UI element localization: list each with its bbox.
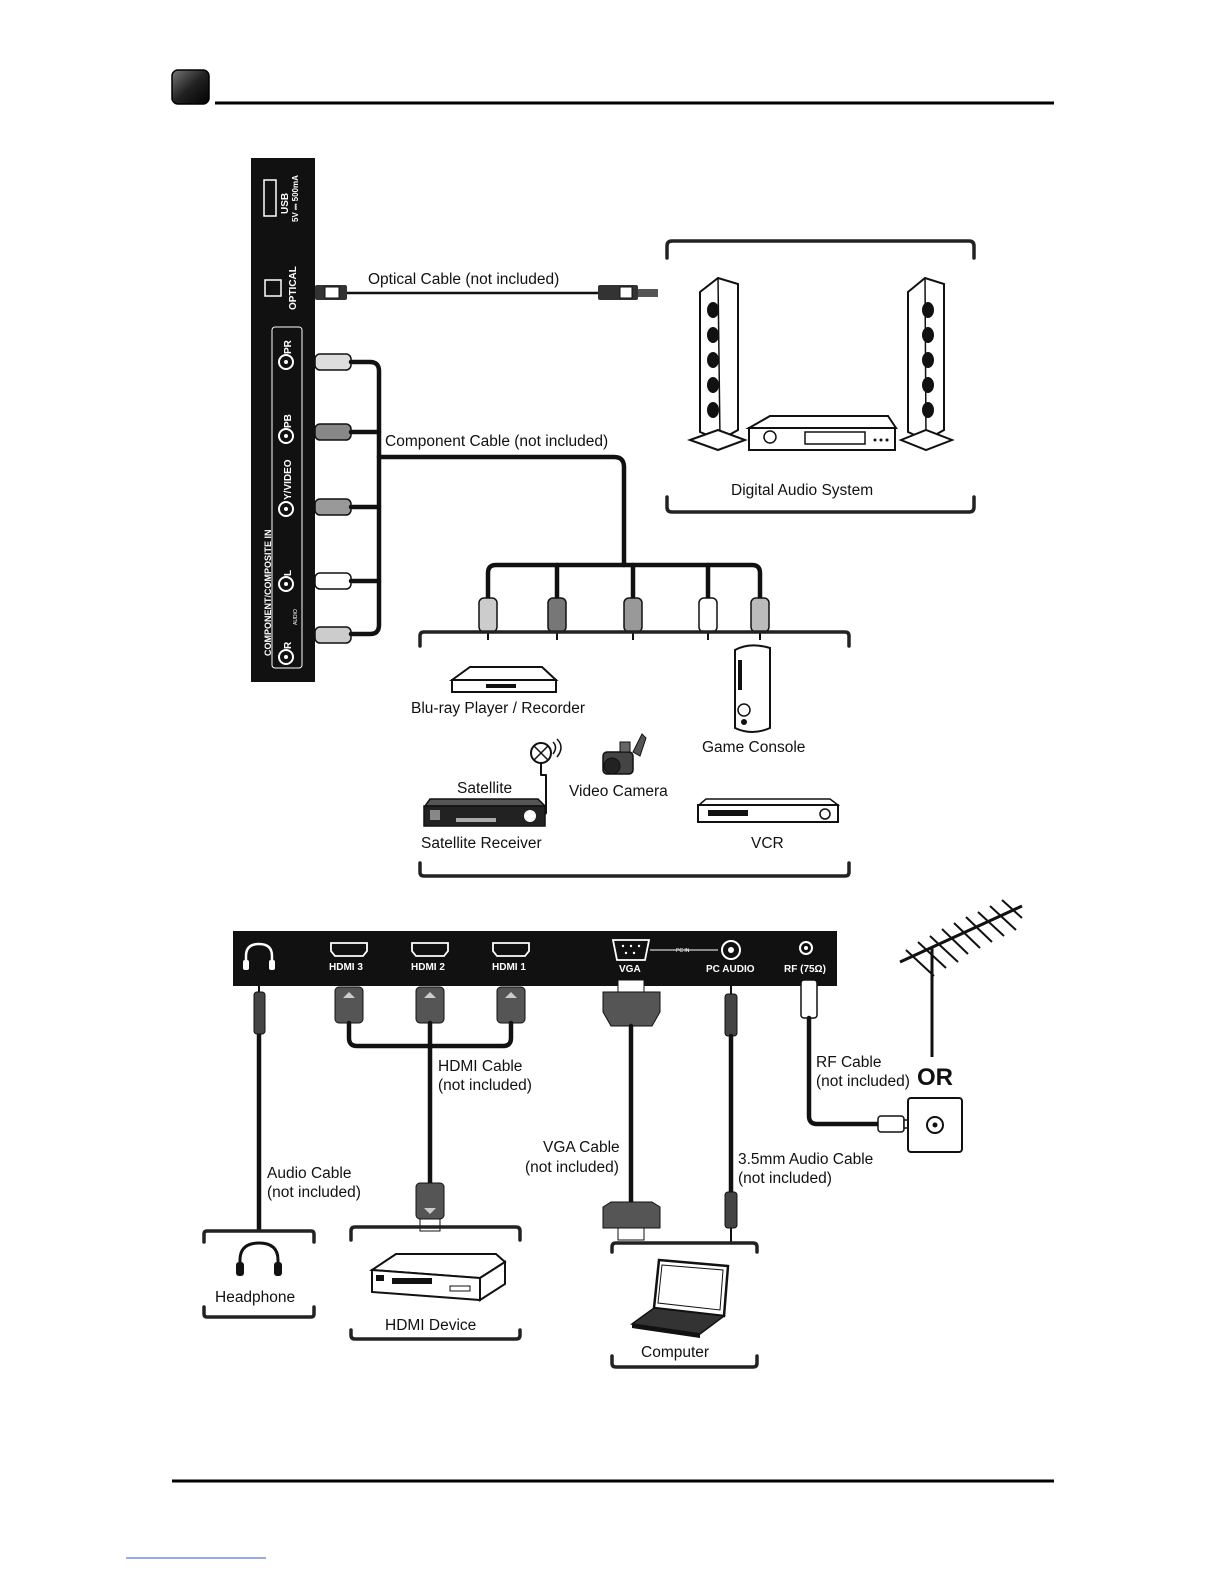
satellite-label: Satellite [457, 780, 512, 797]
devices-bracket-top [418, 630, 851, 648]
rf-label: RF (75Ω) [784, 964, 826, 975]
bluray-player-icon [448, 666, 559, 693]
usb-rating-label: 5V ⎓ 500mA [291, 175, 300, 222]
y-plug [314, 498, 352, 516]
audio-receiver-icon [745, 415, 898, 451]
headphone-icon [236, 1241, 282, 1276]
vga-cable-label-1: VGA Cable [543, 1139, 620, 1156]
hdmi3-port[interactable] [330, 942, 368, 957]
headphone-cable [253, 983, 266, 1231]
vga-cable-label-2: (not included) [525, 1159, 619, 1176]
optical-label: OPTICAL [288, 266, 299, 310]
hdmi-device-bracket-bottom [349, 1328, 522, 1341]
vcr-label: VCR [751, 835, 784, 852]
hdmi1-label: HDMI 1 [492, 962, 526, 973]
bluray-label: Blu-ray Player / Recorder [411, 700, 585, 717]
audio-r-jack[interactable] [278, 649, 294, 665]
vcr-icon [696, 798, 841, 823]
satellite-receiver-label: Satellite Receiver [421, 835, 542, 852]
hdmi2-port[interactable] [411, 942, 449, 957]
pr-jack[interactable] [278, 354, 294, 370]
hdmi-device-bracket-top [349, 1225, 522, 1242]
hdmi-device-label: HDMI Device [385, 1317, 476, 1334]
hdmi-cable [334, 986, 526, 1232]
wall-outlet-icon [907, 1097, 963, 1153]
r-plug [314, 626, 352, 644]
vga-cable [602, 979, 661, 1241]
component-composite-label: COMPONENT/COMPOSITE IN [263, 529, 273, 656]
hdmi-cable-label-2: (not included) [438, 1077, 532, 1094]
pc-audio-cable [724, 983, 738, 1242]
audio-r-label: R [283, 641, 294, 649]
hdmi-cable-label-1: HDMI Cable [438, 1058, 522, 1075]
vga-label: VGA [619, 964, 641, 975]
usb-port[interactable] [263, 179, 277, 217]
video-camera-icon [602, 733, 647, 775]
speaker-right-icon [898, 276, 955, 452]
game-console-icon [734, 644, 771, 733]
antenna-icon [899, 899, 1023, 1057]
optical-cable [315, 285, 658, 300]
usb-label: USB [280, 193, 291, 214]
laptop-icon [630, 1258, 730, 1338]
satellite-dish-icon [530, 738, 562, 819]
audio35-label-1: 3.5mm Audio Cable [738, 1151, 873, 1168]
speaker-left-icon [687, 276, 748, 452]
hdmi2-label: HDMI 2 [411, 962, 445, 973]
game-console-label: Game Console [702, 739, 805, 756]
rf-jack[interactable] [799, 941, 813, 955]
section-marker-icon [171, 69, 210, 105]
component-cable-label: Component Cable (not included) [385, 433, 608, 450]
video-camera-label: Video Camera [569, 783, 668, 800]
pb-jack[interactable] [278, 428, 294, 444]
component-cable [314, 353, 770, 644]
rf-cable-label-1: RF Cable [816, 1054, 881, 1071]
audio35-label-2: (not included) [738, 1170, 832, 1187]
audio-l-label: L [283, 570, 294, 576]
pc-audio-jack[interactable] [721, 940, 741, 960]
audio-bracket-top [665, 239, 976, 260]
headphone-label: Headphone [215, 1289, 295, 1306]
side-input-panel: USB 5V ⎓ 500mA OPTICAL PR PB Y/VIDEO L R… [251, 158, 315, 682]
hdmi3-label: HDMI 3 [329, 962, 363, 973]
pc-audio-label: PC AUDIO [706, 964, 755, 975]
computer-bracket-top [610, 1241, 759, 1254]
pb-label: PB [283, 414, 294, 428]
vga-port[interactable] [611, 939, 651, 961]
pc-in-label: PC IN [676, 948, 690, 954]
hdmi-device-icon [369, 1253, 507, 1302]
pr-label: PR [283, 339, 294, 354]
y-video-jack[interactable] [278, 501, 294, 517]
headphone-port-icon[interactable] [243, 942, 275, 970]
headphone-bracket-bottom [202, 1305, 316, 1319]
satellite-receiver-icon [423, 798, 547, 827]
audio-bracket-bottom [665, 495, 976, 514]
audio-l-jack[interactable] [278, 576, 294, 592]
digital-audio-system-label: Digital Audio System [731, 482, 873, 499]
computer-label: Computer [641, 1344, 709, 1361]
pr-plug [314, 353, 352, 371]
optical-cable-label: Optical Cable (not included) [368, 271, 559, 288]
audio-small-label: AUDIO [293, 609, 299, 625]
audio-cable-label-2: (not included) [267, 1184, 361, 1201]
or-label: OR [917, 1064, 953, 1091]
header [171, 69, 1054, 105]
audio-cable-label-1: Audio Cable [267, 1165, 351, 1182]
rf-cable-label-2: (not included) [816, 1073, 910, 1090]
devices-bracket-bottom [418, 861, 851, 878]
bottom-input-panel: HDMI 3 HDMI 2 HDMI 1 VGA PC IN PC AUDIO … [233, 931, 837, 986]
l-plug [314, 572, 352, 590]
computer-bracket-bottom [610, 1354, 759, 1369]
optical-port[interactable] [264, 279, 282, 297]
headphone-bracket-top [202, 1229, 316, 1244]
y-video-label: Y/VIDEO [283, 459, 294, 500]
hdmi1-port[interactable] [492, 942, 530, 957]
pb-plug [314, 423, 352, 441]
